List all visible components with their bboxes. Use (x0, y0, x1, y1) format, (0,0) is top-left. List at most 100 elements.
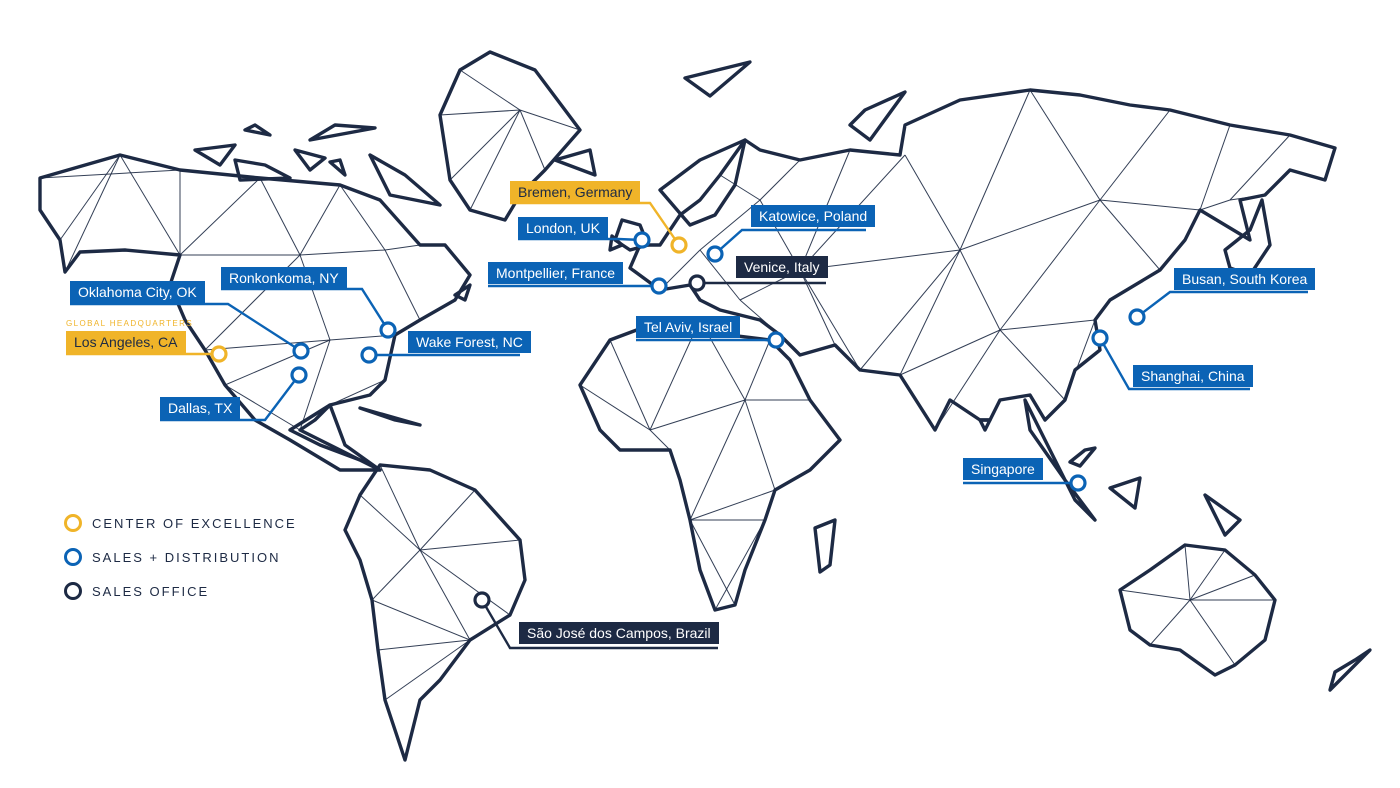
mesh-edge (59, 154, 121, 241)
mesh-edge (299, 339, 331, 431)
mesh-edge (459, 69, 521, 111)
london-marker[interactable] (633, 231, 651, 249)
mesh-edge (1099, 109, 1171, 201)
mesh-edge (259, 177, 301, 256)
singapore-marker[interactable] (1069, 474, 1087, 492)
mesh-edge (959, 199, 1101, 251)
oklahoma-city-label[interactable]: Oklahoma City, OK (70, 281, 205, 303)
mesh-edge (224, 339, 331, 386)
mesh-edge (449, 109, 521, 181)
mesh-edge (299, 184, 341, 256)
sao-jose-label[interactable]: São José dos Campos, Brazil (519, 622, 719, 644)
arctic-island-3 (368, 153, 442, 207)
venice-label[interactable]: Venice, Italy (736, 256, 828, 278)
arctic-island-5 (233, 158, 292, 182)
katowice-label[interactable]: Katowice, Poland (751, 205, 876, 227)
mesh-edge (699, 249, 741, 301)
center-marker-icon (64, 514, 82, 532)
mesh-edge (419, 489, 476, 551)
mesh-edge (419, 539, 521, 551)
busan-marker[interactable] (1128, 308, 1146, 326)
mesh-edge (649, 399, 746, 431)
continent-outlines (38, 50, 1372, 762)
mesh-edge (1099, 199, 1161, 271)
shanghai-label[interactable]: Shanghai, China (1133, 365, 1253, 387)
bremen-leader-line (510, 201, 680, 246)
ronkonkoma-marker[interactable] (379, 321, 397, 339)
arctic-island-4 (193, 143, 237, 167)
bremen-marker[interactable] (670, 236, 688, 254)
location-markers (210, 231, 1146, 609)
central-america-outline (288, 403, 382, 472)
sao-jose-leader-line (480, 599, 718, 650)
mesh-edge (1029, 89, 1101, 201)
ronkonkoma-label[interactable]: Ronkonkoma, NY (221, 267, 347, 289)
corsica-outline (608, 234, 624, 252)
madagascar-outline (813, 518, 837, 574)
sumatra-outline (1023, 398, 1097, 522)
africa-outline (578, 318, 842, 612)
oklahoma-city-leader-line (70, 302, 302, 353)
los-angeles-label[interactable]: Los Angeles, CA (66, 331, 186, 353)
mesh-edge (384, 244, 421, 251)
arctic-island-7 (328, 158, 347, 177)
mesh-edge (1184, 544, 1191, 601)
los-angeles-marker[interactable] (210, 345, 228, 363)
mesh-edge (899, 249, 961, 376)
mesh-edge (1199, 124, 1231, 211)
mesh-edge (699, 199, 761, 251)
mesh-edge (649, 429, 671, 451)
mesh-edge (1149, 599, 1191, 646)
mesh-edge (689, 519, 736, 606)
bremen-label[interactable]: Bremen, Germany (510, 181, 641, 203)
mesh-edge (384, 249, 421, 321)
shanghai-marker[interactable] (1091, 329, 1109, 347)
mesh-edge (1189, 599, 1236, 666)
sao-jose-marker[interactable] (473, 591, 491, 609)
dallas-label[interactable]: Dallas, TX (160, 397, 241, 419)
philippines-outline (1068, 446, 1097, 468)
mesh-edge (119, 154, 181, 256)
singapore-label[interactable]: Singapore (963, 458, 1043, 480)
mesh-edge (64, 154, 121, 273)
eurasia-outline (628, 88, 1337, 432)
dallas-marker[interactable] (290, 366, 308, 384)
greenland-outline (438, 50, 582, 222)
mesh-edge (469, 109, 521, 211)
mesh-edge (377, 639, 471, 651)
montpellier-label[interactable]: Montpellier, France (488, 262, 624, 284)
mesh-edge (379, 464, 421, 551)
mesh-edge (999, 319, 1096, 331)
office-marker-icon (64, 582, 82, 600)
novaya-zemlya-outline (848, 90, 907, 142)
tel-aviv-label[interactable]: Tel Aviv, Israel (636, 316, 741, 338)
mesh-edge (519, 109, 581, 131)
arctic-island-1 (243, 123, 272, 137)
wake-forest-label[interactable]: Wake Forest, NC (408, 331, 531, 353)
london-label[interactable]: London, UK (518, 217, 608, 239)
wake-forest-marker[interactable] (360, 346, 378, 364)
sri-lanka-outline (978, 418, 992, 432)
newfoundland-outline (453, 283, 472, 302)
iceland-outline (553, 148, 597, 177)
mesh-edge (904, 154, 961, 251)
oklahoma-city-marker[interactable] (292, 342, 310, 360)
tel-aviv-marker[interactable] (767, 331, 785, 349)
london-leader-line (518, 237, 643, 242)
mesh-edge (999, 199, 1101, 331)
katowice-marker[interactable] (706, 245, 724, 263)
shanghai-leader-line (1098, 337, 1250, 391)
mesh-edge (719, 174, 761, 201)
busan-label[interactable]: Busan, South Korea (1174, 268, 1316, 290)
mesh-edge (204, 339, 331, 351)
mesh-edge (179, 177, 261, 256)
mesh-edge (744, 399, 776, 491)
venice-marker[interactable] (688, 274, 706, 292)
mesh-edge (959, 89, 1031, 251)
mesh-edge (1189, 574, 1256, 601)
legend-office: SALES OFFICE (64, 574, 297, 608)
mesh-edge (744, 339, 771, 401)
mesh-edge (299, 249, 386, 256)
montpellier-marker[interactable] (650, 277, 668, 295)
